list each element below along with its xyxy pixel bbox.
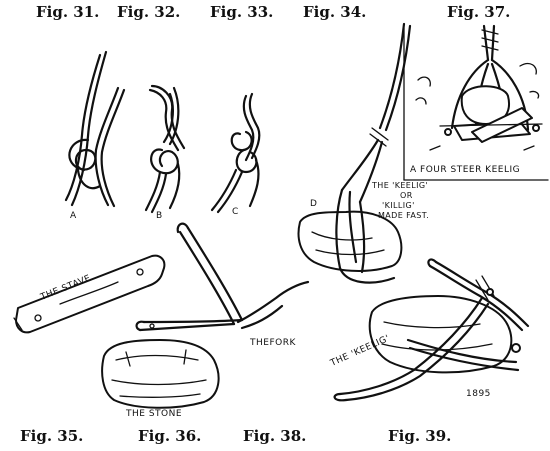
four-steer-keelig-figure: A FOUR STEER KEELIG [404,26,548,180]
stone-label: THE STONE [125,409,182,419]
fork-figure: THEFORK [137,224,308,348]
stone-figure: THE STONE [102,340,218,419]
date-label: 1895 [466,389,491,399]
four-steer-keelig-label: A FOUR STEER KEELIG [410,165,520,175]
keelig-made-fast-label-1: THE 'KEELIG' [371,181,428,190]
keelig-made-fast-label-3: 'KILLIG' [382,201,415,210]
keelig-made-fast-figure: D THE 'KEELIG' OR 'KILLIG' MADE FAST. [299,24,430,283]
knot-a-label: A [70,211,77,221]
point-d-label: D [310,199,317,209]
knot-figure-31: A [66,52,124,221]
knot-figure-33: C [212,94,259,217]
knot-b-label: B [156,211,163,221]
keelig-made-fast-label-4: MADE FAST. [378,211,429,220]
keelig-made-fast-label-2: OR [400,191,413,200]
knot-c-label: C [232,207,239,217]
fork-label: THEFORK [249,338,296,348]
knot-figure-32: B [146,86,184,221]
